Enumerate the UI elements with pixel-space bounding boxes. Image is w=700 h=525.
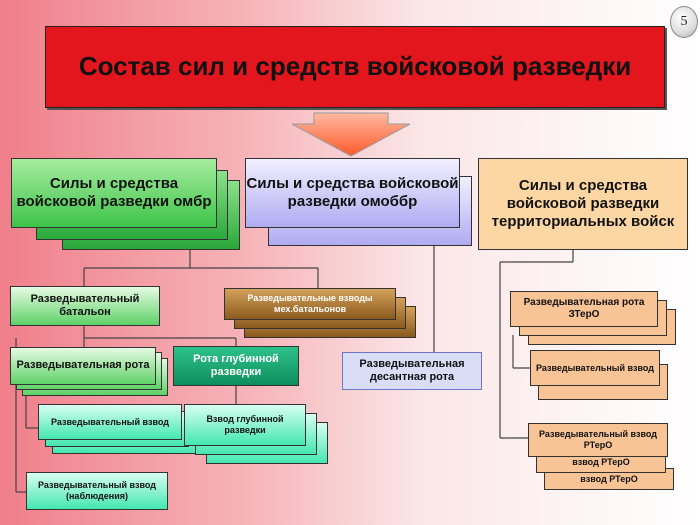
node-rtero-platoon: Разведывательный взвод РТерО — [528, 423, 668, 457]
slide-number-badge: 5 — [670, 6, 698, 38]
node-omobbr: Силы и средства войсковой разведки омобб… — [245, 158, 460, 228]
node-territorial: Силы и средства войсковой разведки терри… — [478, 158, 688, 250]
node-omb: Силы и средства войсковой разведки омбр — [11, 158, 217, 228]
slide-title: Состав сил и средств войсковой разведки — [45, 26, 665, 108]
node-mech-platoons: Разведывательные взводы мех.батальонов — [224, 288, 396, 320]
node-recon-platoon: Разведывательный взвод — [38, 404, 182, 440]
node-terr-recon-company: Разведывательная рота ЗТерО — [510, 291, 658, 327]
node-recon-company: Разведывательная рота — [10, 347, 156, 385]
node-recon-battalion: Разведывательный батальон — [10, 286, 160, 326]
node-observation-platoon: Разведывательный взвод (наблюдения) — [26, 472, 168, 510]
node-deep-recon-platoon: Взвод глубинной разведки — [184, 404, 306, 446]
down-arrow — [291, 112, 411, 157]
node-terr-recon-platoon: Разведывательный взвод — [530, 350, 660, 386]
node-deep-recon-company: Рота глубинной разведки — [173, 346, 299, 386]
node-airborne-recon-company: Разведывательная десантная рота — [342, 352, 482, 390]
